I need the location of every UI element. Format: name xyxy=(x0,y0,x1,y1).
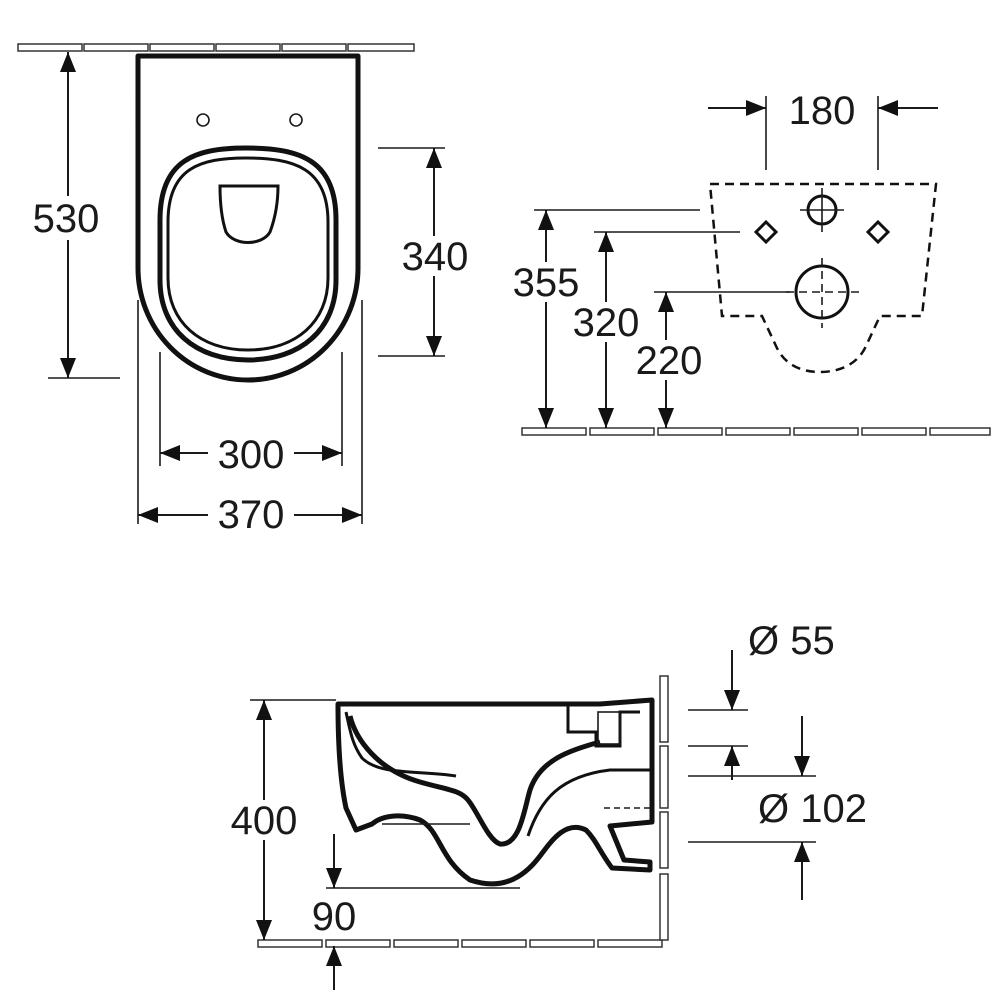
rear-view-floor xyxy=(521,427,991,436)
inlet-pipe xyxy=(597,711,621,745)
height-label-400: 400 xyxy=(231,799,298,843)
bolt-hole-left xyxy=(196,113,210,127)
height-label-355: 355 xyxy=(513,261,580,305)
height-label-320: 320 xyxy=(573,301,640,345)
flush-recess xyxy=(218,184,280,244)
dimension-370: 370 xyxy=(137,300,363,537)
rim-channel xyxy=(344,711,457,778)
bolt-spacing-label: 180 xyxy=(789,89,856,133)
bowl-outline xyxy=(135,53,361,383)
bowl-interior xyxy=(347,715,601,847)
dimension-340: 340 xyxy=(378,147,474,357)
side-view: 400 90 Ø 55 Ø 102 xyxy=(224,619,867,990)
top-view-wall xyxy=(17,43,415,52)
bowl-profile xyxy=(335,697,655,887)
drop-label: 90 xyxy=(312,895,357,939)
dimension-diameter-102: Ø 102 xyxy=(688,716,867,900)
dimension-90: 90 xyxy=(312,834,520,990)
inlet-diameter-label: Ø 55 xyxy=(748,619,835,663)
dimension-180: 180 xyxy=(708,89,938,170)
seat-inner xyxy=(166,156,330,352)
side-view-wall xyxy=(659,675,669,941)
outer-width-label: 370 xyxy=(218,493,285,537)
seat-length-label: 340 xyxy=(402,235,469,279)
height-label-220: 220 xyxy=(636,339,703,383)
seat-outer xyxy=(157,145,339,363)
outlet-diameter-label: Ø 102 xyxy=(758,787,867,831)
side-view-floor xyxy=(257,939,663,948)
trapway xyxy=(526,768,652,837)
back-outline xyxy=(708,182,938,374)
dimension-400: 400 xyxy=(224,699,336,940)
dimension-320: 320 xyxy=(570,231,740,428)
dimension-530: 530 xyxy=(28,52,120,379)
inner-width-label: 300 xyxy=(218,433,285,477)
bolt-hole-right xyxy=(289,113,303,127)
rear-view: 180 355 320 220 xyxy=(510,89,991,436)
depth-label: 530 xyxy=(33,197,100,241)
top-view: 530 340 300 370 xyxy=(17,43,474,537)
dimension-diameter-55: Ø 55 xyxy=(688,619,835,780)
dimension-220: 220 xyxy=(630,291,790,428)
fixing-holes xyxy=(753,188,891,328)
dimension-300: 300 xyxy=(159,352,343,477)
dimension-355: 355 xyxy=(510,209,700,428)
